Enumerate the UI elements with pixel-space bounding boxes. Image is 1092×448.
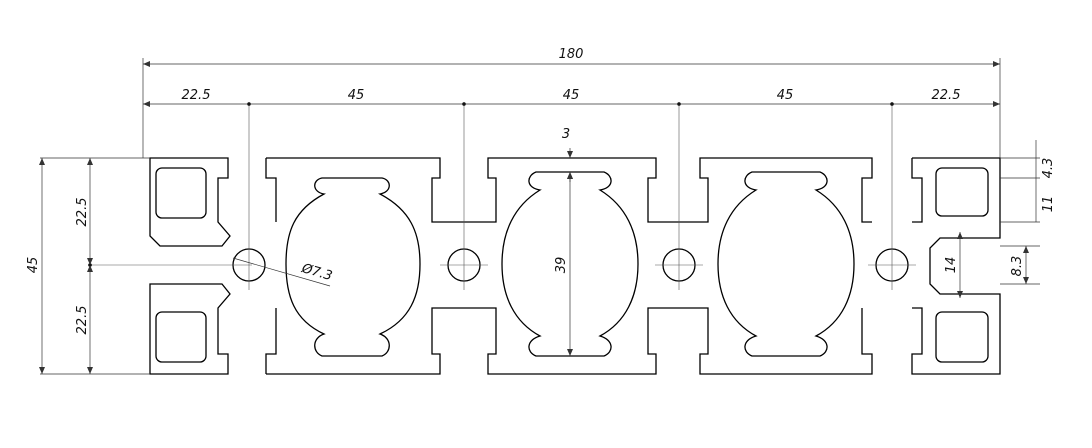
dim-overall-height: 45 [26, 257, 41, 274]
dim-edge-right: 22.5 [932, 88, 961, 103]
dim-edge-left: 22.5 [182, 88, 211, 103]
dim-half-height-bottom: 22.5 [75, 306, 90, 335]
dim-pitch: 45 [777, 88, 794, 103]
dim-cavity-height: 39 [554, 257, 569, 274]
cavity [501, 171, 639, 357]
profile-outline [149, 157, 1001, 375]
dim-pitch: 45 [563, 88, 580, 103]
dim-lip-to-slot: 11 [1041, 196, 1056, 213]
dim-hole-diameter: Ø7.3 [299, 261, 334, 284]
dim-pitch: 45 [348, 88, 365, 103]
dim-slot-inner: 8.3 [1010, 256, 1025, 277]
dim-overall-width: 180 [559, 47, 584, 62]
dim-slot-wall: 3 [562, 127, 570, 142]
dim-slot-opening: 14 [944, 257, 959, 274]
dim-half-height-top: 22.5 [75, 198, 90, 227]
dim-lip-depth: 4.3 [1041, 158, 1056, 179]
dimension-lines [39, 58, 1040, 375]
cavity [717, 171, 855, 357]
cavity [285, 177, 421, 357]
